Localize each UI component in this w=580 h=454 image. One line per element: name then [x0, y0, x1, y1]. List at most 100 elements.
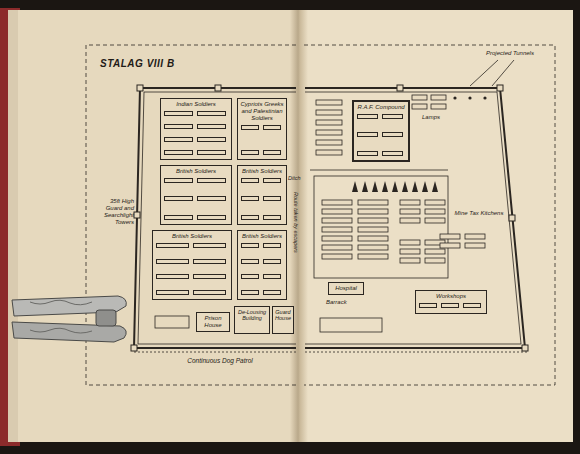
guard-tower [137, 85, 143, 91]
hut [241, 290, 259, 295]
hut [197, 137, 226, 142]
compound-box: British Soldiers [160, 165, 232, 225]
hut [400, 240, 420, 245]
hut [197, 150, 226, 155]
tree [412, 181, 418, 192]
compound-box: De-Lousing Building [234, 306, 270, 334]
hut [263, 178, 281, 183]
hut [322, 245, 352, 250]
hut [197, 111, 226, 116]
hut [316, 140, 342, 145]
hut [425, 258, 445, 263]
guard-tower [522, 345, 528, 351]
camp-illustration [131, 85, 528, 351]
guard-tower [497, 85, 503, 91]
hut [431, 95, 446, 100]
compound-name: British Soldiers [162, 168, 230, 175]
hut [425, 249, 445, 254]
compound-box: Prison House [196, 312, 230, 332]
hut [164, 196, 193, 201]
plan-label: Lamps [412, 114, 450, 121]
plan-label: Ditch [288, 175, 301, 181]
guard-tower [131, 345, 137, 351]
compound-box: Guard House [272, 306, 294, 334]
compound-name: Indian Soldiers [162, 101, 230, 108]
plan-label: Projected Tunnels [468, 50, 552, 57]
compound-name: Guard House [274, 309, 292, 322]
hut [382, 151, 403, 156]
hut [322, 200, 352, 205]
hut [241, 125, 259, 130]
plan-label: Mine Tax Kitchens [452, 210, 506, 217]
hut [400, 249, 420, 254]
lamp [483, 96, 486, 99]
compound-box: British Soldiers [237, 165, 287, 225]
tree [362, 181, 368, 192]
hut [316, 150, 342, 155]
hut [241, 196, 259, 201]
hut [357, 114, 378, 119]
compound-box: Hospital [328, 282, 364, 295]
hut [197, 178, 226, 183]
hut [164, 124, 193, 129]
hut [322, 236, 352, 241]
compound-box: Indian Soldiers [160, 98, 232, 160]
hut [322, 218, 352, 223]
dashed-frame [86, 45, 555, 385]
right-page [298, 10, 573, 442]
compound-box: British Soldiers [237, 230, 287, 300]
compound-box: British Soldiers [152, 230, 232, 300]
hut [193, 243, 226, 248]
hut [425, 209, 445, 214]
plan-label: Barrack [326, 299, 366, 306]
hut [263, 259, 281, 264]
hut [358, 254, 388, 259]
hut [156, 243, 189, 248]
hut [263, 125, 281, 130]
compound-name: De-Lousing Building [236, 309, 268, 322]
hut [263, 150, 281, 155]
compound-name: British Soldiers [239, 168, 285, 175]
guard-tower [215, 85, 221, 91]
hut [241, 243, 259, 248]
bookmark-tongs [12, 296, 126, 342]
hut [322, 227, 352, 232]
hut [263, 215, 281, 220]
fence-inner-right [305, 92, 521, 344]
tunnel-leader [470, 60, 498, 86]
hut [263, 290, 281, 295]
plan-label: Route taken by escapers [293, 192, 299, 253]
lamp [453, 96, 456, 99]
tunnel-leader [492, 60, 514, 86]
hut [193, 290, 226, 295]
hut [419, 303, 437, 308]
tree [372, 181, 378, 192]
hut [164, 150, 193, 155]
tree [422, 181, 428, 192]
hut [197, 215, 226, 220]
guard-tower [397, 85, 403, 91]
hut [322, 254, 352, 259]
red-cover [0, 8, 20, 446]
tree [352, 181, 358, 192]
hut [322, 209, 352, 214]
compound-name: Hospital [330, 285, 362, 292]
compound-name: British Soldiers [239, 233, 285, 240]
hut [263, 274, 281, 279]
hut [431, 104, 446, 109]
book-spine [290, 10, 308, 442]
left-page [18, 10, 298, 442]
hut [465, 243, 485, 248]
compound-box: Cypriots Greeks and Palestinian Soldiers [237, 98, 287, 160]
hut [241, 150, 259, 155]
hut [263, 243, 281, 248]
hut [193, 274, 226, 279]
compound-name: British Soldiers [154, 233, 230, 240]
hut [197, 196, 226, 201]
hut [241, 274, 259, 279]
hut [400, 209, 420, 214]
hut [316, 130, 342, 135]
hut [156, 274, 189, 279]
